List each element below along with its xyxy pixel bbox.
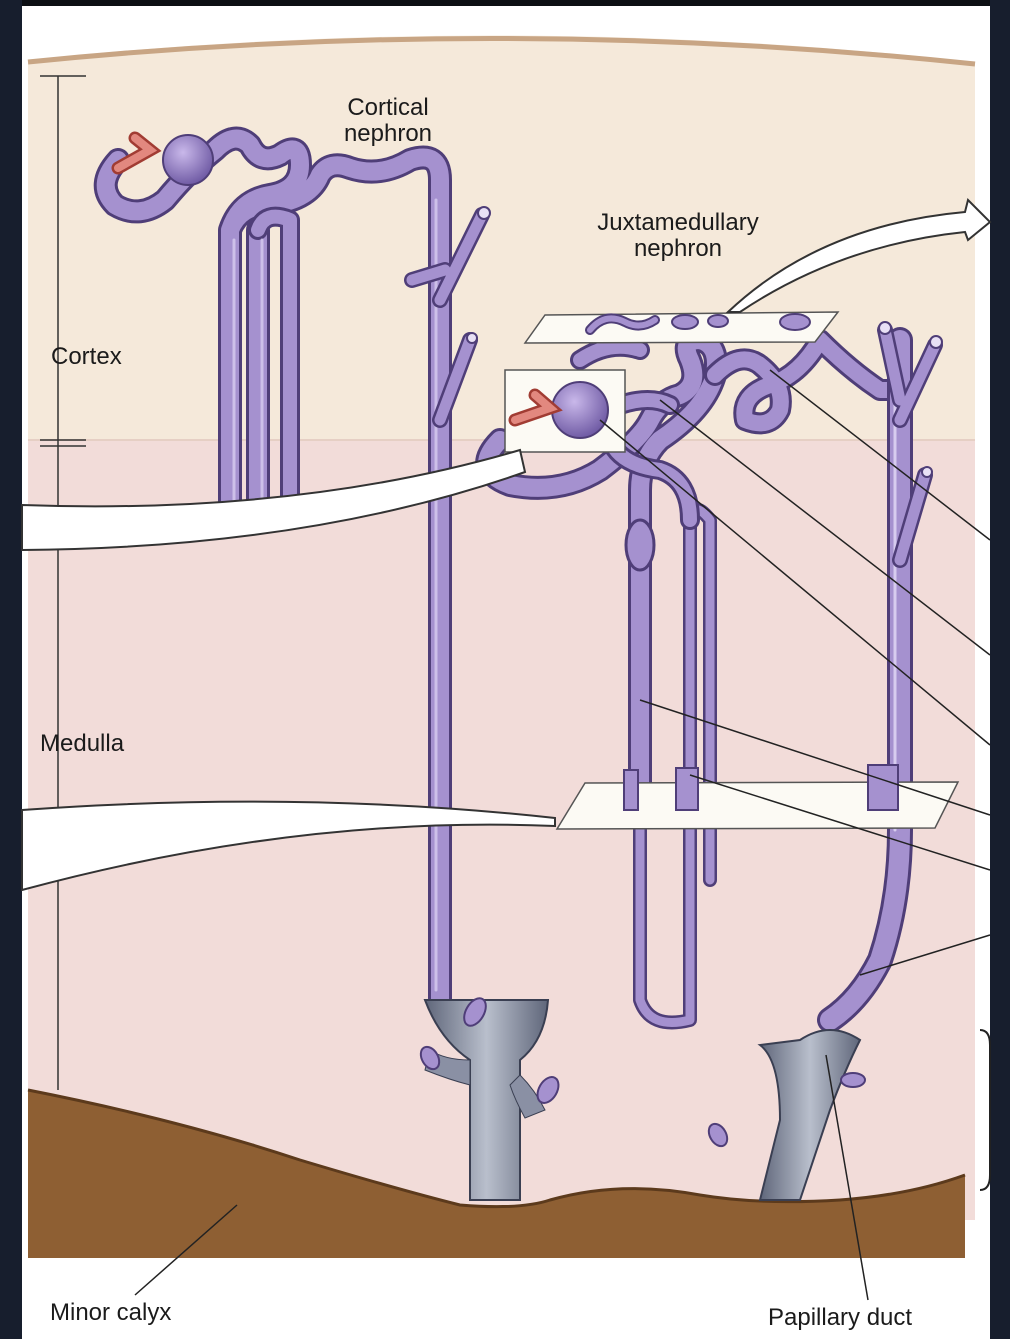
label-minor-calyx: Minor calyx (50, 1300, 171, 1326)
label-cortical-nephron: Cortical nephron (318, 95, 458, 147)
label-medulla: Medulla (40, 731, 124, 757)
label-juxtamedullary-nephron: Juxtamedullary nephron (548, 210, 808, 262)
cortex-region (28, 35, 975, 440)
label-cortex: Cortex (51, 344, 122, 370)
label-papillary-duct: Papillary duct (768, 1305, 912, 1331)
cortical-glomerulus (163, 135, 213, 185)
